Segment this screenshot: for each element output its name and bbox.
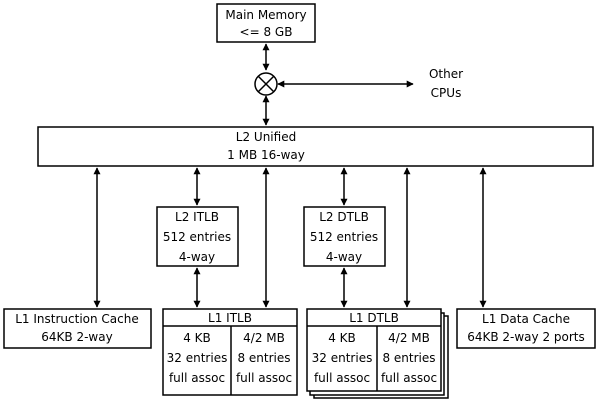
l1-dtlb-4kb-entries: 32 entries xyxy=(312,351,373,365)
l1-dcache-title: L1 Data Cache xyxy=(482,312,570,326)
l1-itlb-4kb-assoc: full assoc xyxy=(169,371,225,385)
l2-dtlb-title: L2 DTLB xyxy=(319,210,369,224)
other-cpus-line1: Other xyxy=(429,67,463,81)
main-memory-size: <= 8 GB xyxy=(240,25,293,39)
l1-dtlb-large-assoc: full assoc xyxy=(381,371,437,385)
l1-dtlb-4kb-assoc: full assoc xyxy=(314,371,370,385)
l2-itlb-assoc: 4-way xyxy=(179,250,215,264)
l1-itlb-node: L1 ITLB 4 KB 32 entries full assoc 4/2 M… xyxy=(162,308,298,396)
l1-itlb-4kb-page: 4 KB xyxy=(183,331,211,345)
l2-unified-size: 1 MB 16-way xyxy=(227,148,305,162)
l1-dtlb-large-page: 4/2 MB xyxy=(388,331,430,345)
l2-unified-title: L2 Unified xyxy=(236,130,296,144)
connectors xyxy=(93,43,487,308)
l2-unified-node: L2 Unified 1 MB 16-way xyxy=(37,126,594,167)
main-memory-node: Main Memory <= 8 GB xyxy=(216,3,316,43)
main-memory-title: Main Memory xyxy=(225,8,306,22)
l2-itlb-entries: 512 entries xyxy=(163,230,231,244)
l1-itlb-large-entries: 8 entries xyxy=(237,351,290,365)
l1-itlb-title: L1 ITLB xyxy=(208,311,252,325)
l1-data-cache-node: L1 Data Cache 64KB 2-way 2 ports xyxy=(456,308,596,349)
l1-dtlb-node: L1 DTLB 4 KB 32 entries full assoc 4/2 M… xyxy=(306,308,449,399)
l2-dtlb-entries: 512 entries xyxy=(310,230,378,244)
l2-itlb-node: L2 ITLB 512 entries 4-way xyxy=(156,206,239,267)
l1-instruction-cache-node: L1 Instruction Cache 64KB 2-way xyxy=(3,308,152,349)
l2-dtlb-assoc: 4-way xyxy=(326,250,362,264)
l1-dtlb-large-entries: 8 entries xyxy=(382,351,435,365)
other-cpus-line2: CPUs xyxy=(431,86,462,100)
l1-dtlb-title: L1 DTLB xyxy=(349,311,399,325)
l2-dtlb-node: L2 DTLB 512 entries 4-way xyxy=(303,206,386,267)
l1-itlb-large-page: 4/2 MB xyxy=(243,331,285,345)
l1-dcache-size: 64KB 2-way 2 ports xyxy=(467,330,585,344)
l1-dtlb-4kb-page: 4 KB xyxy=(328,331,356,345)
l1-itlb-4kb-entries: 32 entries xyxy=(167,351,228,365)
crossbar-switch-icon xyxy=(254,72,278,96)
l1-icache-title: L1 Instruction Cache xyxy=(15,312,139,326)
l1-icache-size: 64KB 2-way xyxy=(41,330,112,344)
l2-itlb-title: L2 ITLB xyxy=(175,210,219,224)
other-cpus-label: Other CPUs xyxy=(429,67,463,100)
l1-itlb-large-assoc: full assoc xyxy=(236,371,292,385)
